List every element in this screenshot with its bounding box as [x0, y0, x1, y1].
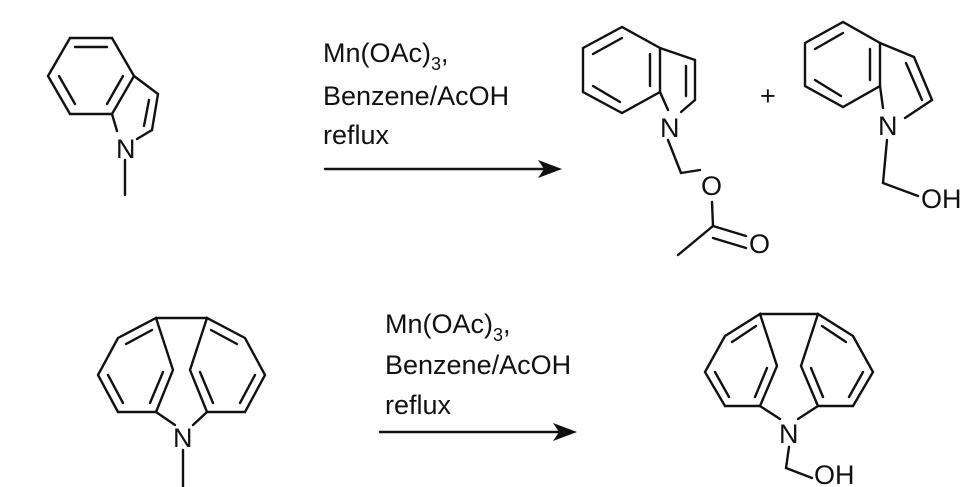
- product-1a-nitrogen-label: N: [660, 113, 680, 143]
- product-1a-ester-oxygen-label: O: [701, 171, 722, 201]
- product-1a-acetoxymethylindole: N O O: [581, 25, 770, 259]
- product-2-hydroxymethylcarbazole: N OH: [703, 312, 875, 487]
- reactant-1-n-methylindole: N: [46, 36, 160, 197]
- plus-sign: +: [760, 81, 776, 111]
- reaction-1-arrow: [323, 160, 562, 178]
- reaction-1-conditions: Mn(OAc)3, Benzene/AcOH reflux: [323, 38, 509, 150]
- reaction-2-solvent: Benzene/AcOH: [385, 350, 571, 380]
- reactant-1-nitrogen-label: N: [116, 134, 136, 164]
- reaction-1-solvent: Benzene/AcOH: [323, 81, 509, 111]
- product-1b-hydroxyl-label: OH: [921, 184, 962, 214]
- reactant-2-nitrogen-label: N: [173, 423, 193, 453]
- product-1b-hydroxymethylindole: N OH: [803, 20, 962, 214]
- product-2-nitrogen-label: N: [779, 419, 799, 449]
- reaction-2-arrow: [378, 423, 577, 441]
- reaction-2-conditions: Mn(OAc)3, Benzene/AcOH reflux: [385, 309, 571, 420]
- reaction-1-temperature: reflux: [323, 120, 390, 150]
- reaction-1-reagent: Mn(OAc)3,: [323, 38, 449, 74]
- product-2-hydroxyl-label: OH: [814, 460, 855, 487]
- reaction-2-reagent: Mn(OAc)3,: [385, 309, 511, 345]
- reactant-2-n-methylcarbazole: N: [96, 316, 267, 487]
- reaction-2-temperature: reflux: [385, 390, 452, 420]
- product-1b-nitrogen-label: N: [878, 111, 898, 141]
- product-1a-carbonyl-oxygen-label: O: [749, 229, 770, 259]
